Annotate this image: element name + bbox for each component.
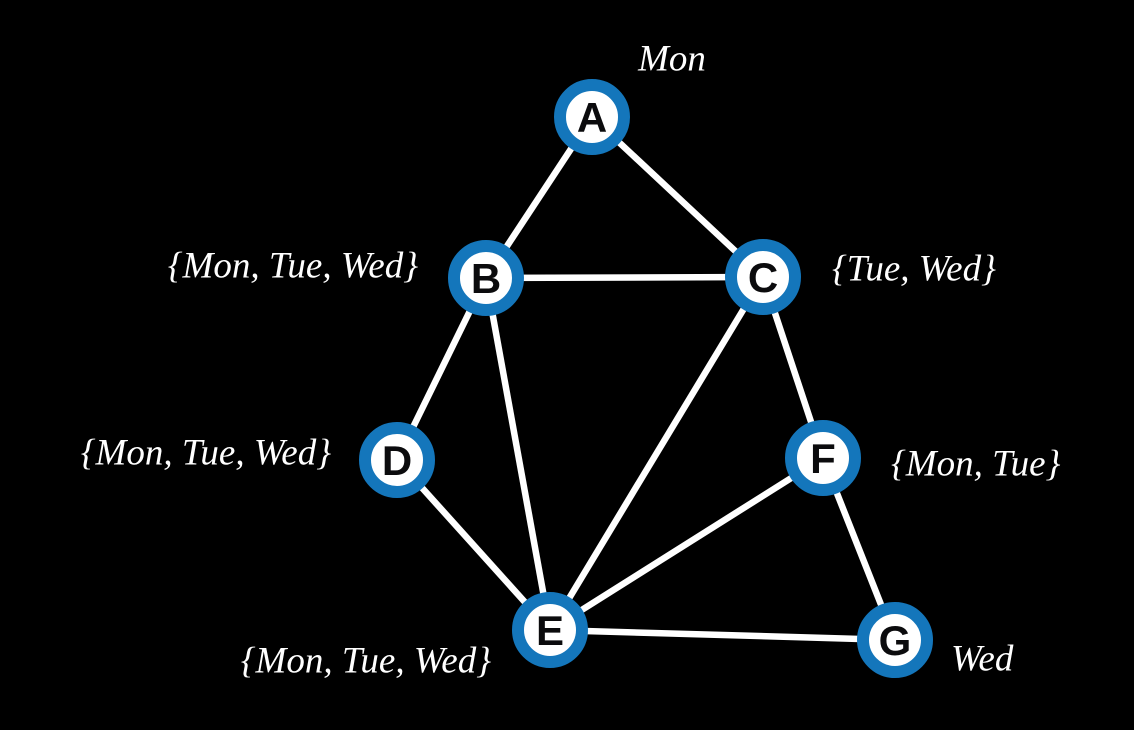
domain-label-G: Wed: [951, 638, 1014, 679]
edge-C-E: [547, 275, 766, 632]
edge-E-G: [549, 626, 896, 644]
edge-B-C: [485, 273, 764, 282]
domain-label-B: {Mon, Tue, Wed}: [168, 245, 418, 286]
node-G-letter: G: [879, 617, 912, 664]
node-F-circle: [785, 420, 861, 496]
node-B-letter: B: [471, 255, 501, 302]
node-E-circle: [512, 592, 588, 668]
node-E-letter: E: [536, 607, 564, 654]
domain-label-C: {Tue, Wed}: [832, 248, 996, 289]
domain-label-E: {Mon, Tue, Wed}: [241, 640, 491, 681]
node-D-letter: D: [382, 437, 412, 484]
domain-label-A: Mon: [637, 38, 706, 79]
edge-A-C: [589, 114, 766, 280]
node-D-circle: [359, 422, 435, 498]
node-C-circle: [725, 239, 801, 315]
node-C-letter: C: [748, 254, 778, 301]
edge-B-E: [482, 277, 554, 631]
node-B-circle: [448, 240, 524, 316]
node-G-circle: [857, 602, 933, 678]
node-F-letter: F: [810, 435, 836, 482]
node-A-circle: [554, 79, 630, 155]
domain-label-F: {Mon, Tue}: [891, 443, 1061, 484]
edge-E-F: [548, 455, 825, 633]
domain-label-D: {Mon, Tue, Wed}: [81, 432, 331, 473]
node-A-letter: A: [577, 94, 607, 141]
edge-D-E: [394, 457, 553, 633]
